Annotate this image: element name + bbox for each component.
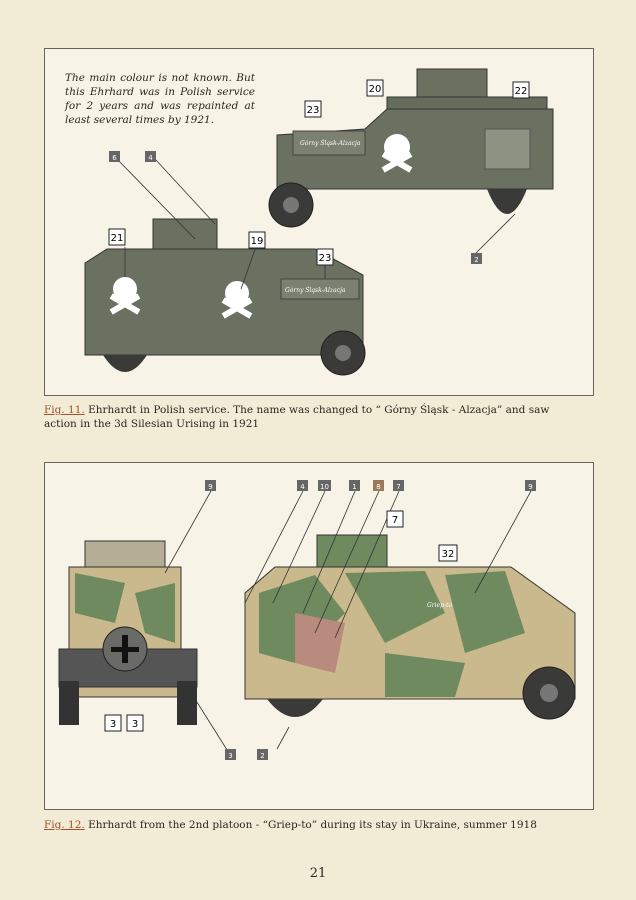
figure-12-illustration: Griep-to 9 4 10 1 8 7 9 7 32 3 3 3 2 [58,480,576,760]
callout-22: 22 [515,86,528,97]
callout-9-left: 9 [208,483,212,491]
callout-leaders [164,490,532,754]
callout-box [108,228,126,246]
figure-12-label: Fig. 12. [44,819,85,831]
vehicle-name-lower: Górny Śląsk-Alzacja [285,286,346,294]
callout-box [248,231,266,249]
callout-23-lower: 23 [319,253,332,264]
callout-box [349,480,360,491]
colour-note: The main colour is not known. But this E… [65,72,255,126]
callout-box [126,714,144,732]
vehicle-name-upper: Górny Śląsk-Alzacja [300,139,361,147]
callout-box [104,714,122,732]
figure-11-illustration: Górny Śląsk-Alzacja Górny Śląsk-Alzacja … [84,68,554,376]
callout-2: 2 [260,752,264,760]
polish-car-lower [84,218,366,376]
callout-4: 4 [148,154,153,162]
figure-11-label: Fig. 11. [44,404,85,416]
callout-box [109,151,120,162]
callout-7-top: 7 [396,483,400,491]
camo-car-front [58,540,198,725]
callout-box [366,79,384,97]
callout-box [145,151,156,162]
callout-box [373,480,384,491]
callout-23-upper: 23 [307,105,320,116]
callout-8: 8 [376,483,380,491]
callout-21: 21 [111,233,124,244]
callout-3-left: 3 [110,719,116,730]
figure-12-caption-text: Ehrhardt from the 2nd platoon - “Griep-t… [84,819,537,831]
callout-box [318,480,331,491]
callout-box [525,480,536,491]
callout-9-right: 9 [528,483,532,491]
figure-11-caption: Fig. 11. Ehrhardt in Polish service. The… [44,403,564,431]
callout-3-right: 3 [132,719,138,730]
callout-4: 4 [300,483,305,491]
callout-box [438,544,458,562]
callout-box [205,480,216,491]
callout-box [393,480,404,491]
polish-car-upper [268,68,554,228]
camo-car-side [244,534,576,720]
figure-12-panel: Griep-to 9 4 10 1 8 7 9 7 32 3 3 3 2 [44,462,594,810]
callout-box [471,253,482,264]
callout-box [297,480,308,491]
callout-box [386,510,404,528]
callout-19: 19 [251,236,264,247]
callout-box [225,749,236,760]
figure-11-caption-text: Ehrhardt in Polish service. The name was… [44,404,550,430]
figure-12-caption: Fig. 12. Ehrhardt from the 2nd platoon -… [44,818,564,832]
callout-6: 6 [112,154,117,162]
figure-11-panel: The main colour is not known. But this E… [44,48,594,396]
callout-7-side: 7 [392,515,398,526]
callout-32: 32 [442,549,455,560]
callout-1: 1 [352,483,356,491]
callout-10: 10 [320,483,329,491]
callout-box [512,81,530,99]
page-number: 21 [309,866,327,881]
callout-20: 20 [369,84,382,95]
callout-box [304,100,322,118]
callout-2: 2 [474,256,478,264]
callout-box [316,248,334,266]
callout-3-bottom: 3 [228,752,232,760]
vehicle-name-camo: Griep-to [427,602,452,609]
callout-box [257,749,268,760]
callout-leaders [116,158,516,290]
